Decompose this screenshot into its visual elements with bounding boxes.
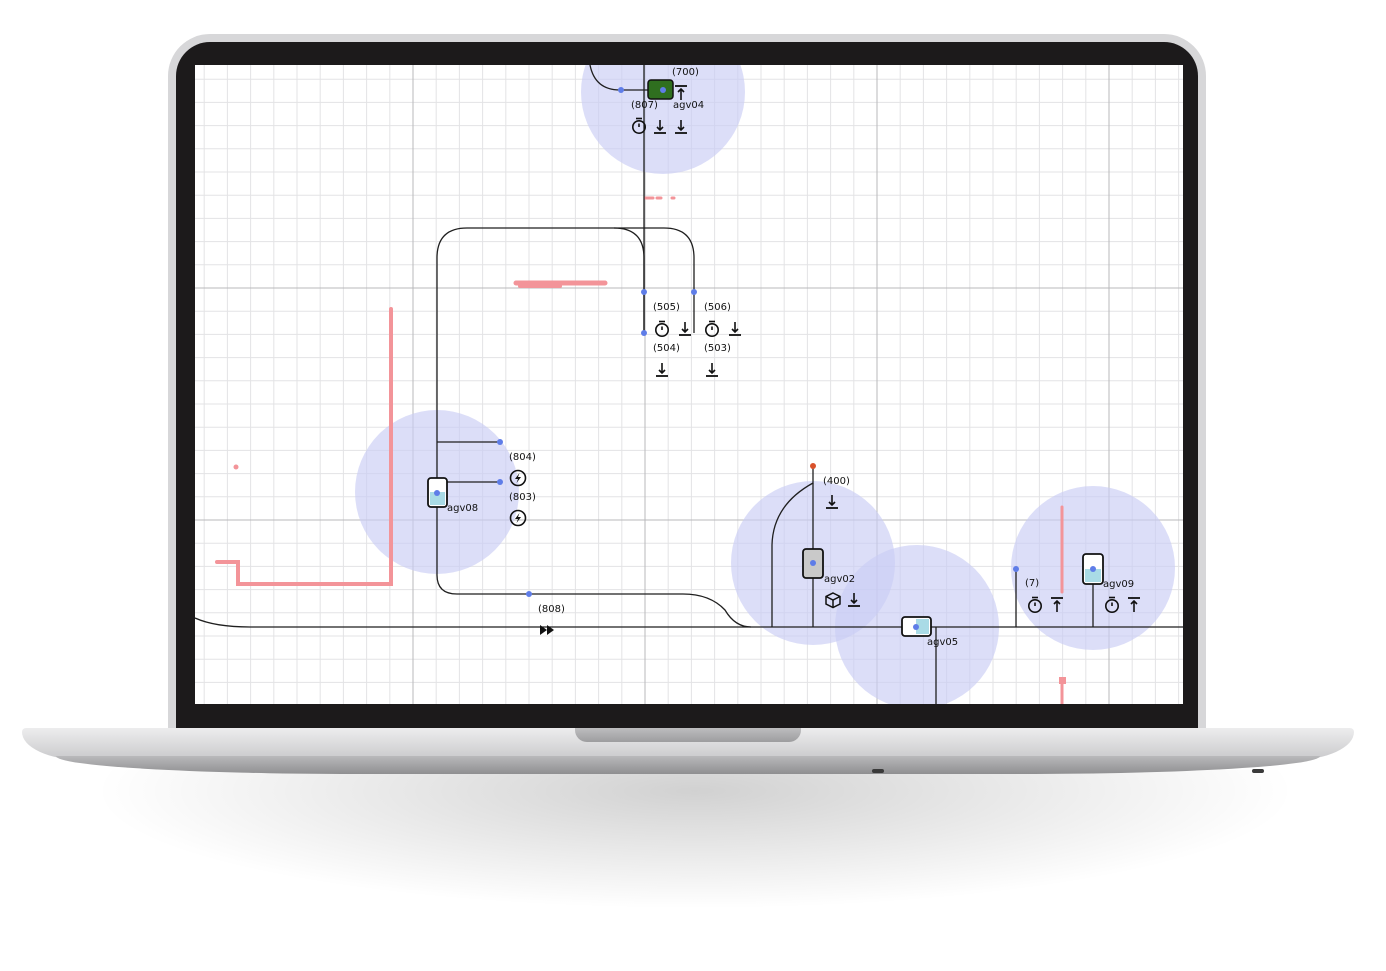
route-top (614, 227, 695, 333)
fleet-map[interactable]: agv04 agv08 agv02 agv05 agv09 (700) (807… (195, 65, 1183, 704)
node[interactable] (641, 330, 647, 336)
laptop-base-edge (56, 756, 1320, 774)
safety-zones (355, 65, 1175, 704)
station-506[interactable]: (506) (704, 302, 731, 313)
fleet-map-screen: agv04 agv08 agv02 agv05 agv09 (700) (807… (195, 65, 1183, 704)
station-400[interactable]: (400) (823, 476, 850, 487)
laptop-foot (1252, 769, 1264, 773)
agv-agv02[interactable]: agv02 (802, 548, 855, 585)
station-503[interactable]: (503) (704, 343, 731, 354)
laptop-foot (872, 769, 884, 773)
agv-label: agv08 (447, 503, 478, 514)
obstacle-post-cap (1059, 677, 1066, 684)
agv-label: agv09 (1103, 579, 1134, 590)
node[interactable] (497, 479, 503, 485)
load-icon[interactable] (678, 321, 692, 336)
obstacle-dot (233, 464, 239, 470)
node[interactable] (1013, 566, 1019, 572)
laptop-notch (575, 728, 801, 742)
route-400 (771, 467, 814, 627)
laptop-shadow (90, 770, 1300, 910)
load-icon[interactable] (728, 321, 742, 336)
station-803[interactable]: (803) (509, 492, 536, 503)
station-808[interactable]: (808) (538, 604, 565, 615)
obstacles (215, 196, 1066, 704)
agv-label: agv02 (824, 574, 855, 585)
station-7[interactable]: (7) (1025, 578, 1039, 589)
station-505[interactable]: (505) (653, 302, 680, 313)
obstacle-wall (215, 307, 393, 586)
agv-agv04[interactable]: agv04 (647, 79, 704, 111)
station-504[interactable]: (504) (653, 343, 680, 354)
load-icon[interactable] (705, 362, 719, 377)
station-807[interactable]: (807) (631, 100, 658, 111)
agv-label: agv05 (927, 637, 958, 648)
agv-agv08[interactable]: agv08 (427, 477, 478, 514)
node[interactable] (691, 289, 697, 295)
node[interactable] (618, 87, 624, 93)
agv-agv09[interactable]: agv09 (1082, 553, 1134, 590)
load-icon[interactable] (655, 362, 669, 377)
node-warning[interactable] (810, 463, 816, 469)
station-700[interactable]: (700) (672, 67, 699, 78)
station-804[interactable]: (804) (509, 452, 536, 463)
node[interactable] (497, 439, 503, 445)
node[interactable] (526, 591, 532, 597)
station-labels: (700) (807) (505) (506) (504) (503) (804… (509, 67, 1039, 615)
nodes (497, 87, 1019, 597)
agv-label: agv04 (673, 100, 704, 111)
route-main (195, 617, 1183, 628)
agv-agv05[interactable]: agv05 (901, 616, 958, 648)
node[interactable] (641, 289, 647, 295)
